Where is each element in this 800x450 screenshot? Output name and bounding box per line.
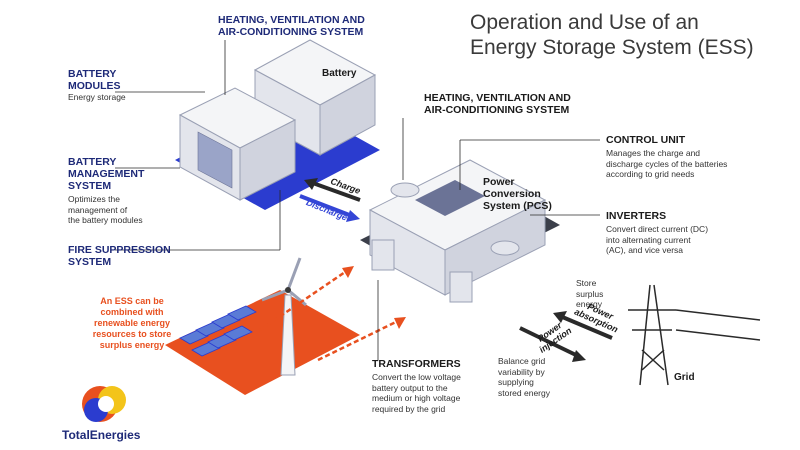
brand-logo-icon <box>82 386 126 422</box>
battery-container-back <box>253 39 377 156</box>
label-bms: BATTERY MANAGEMENT SYSTEM Optimizes the … <box>68 156 145 225</box>
flow-store-surplus: Store surplus energy <box>576 278 604 309</box>
label-control-unit: CONTROL UNIT Manages the charge and disc… <box>606 134 728 179</box>
renewable-site-base <box>165 290 360 395</box>
transmission-tower <box>628 284 761 386</box>
label-hvac-pcs: HEATING, VENTILATION AND AIR-CONDITIONIN… <box>424 92 571 116</box>
title-line-2: Energy Storage System (ESS) <box>470 36 754 59</box>
diagram-title: Operation and Use of an Energy Storage S… <box>470 10 754 60</box>
solar-panels <box>179 305 257 357</box>
wind-turbine <box>261 257 307 376</box>
title-line-1: Operation and Use of an <box>470 11 699 34</box>
pcs-unit <box>368 159 547 303</box>
label-transformers: TRANSFORMERS Convert the low voltage bat… <box>372 358 461 414</box>
label-grid: Grid <box>674 372 695 383</box>
label-battery: Battery <box>322 68 357 79</box>
label-pcs: Power Conversion System (PCS) <box>483 176 552 212</box>
label-inverters: INVERTERS Convert direct current (DC) in… <box>606 210 709 255</box>
brand-name: TotalEnergies <box>62 428 141 442</box>
label-battery-modules: BATTERY MODULES Energy storage <box>68 68 126 102</box>
label-fire-suppression: FIRE SUPPRESSION SYSTEM <box>68 244 171 268</box>
label-hvac-battery: HEATING, VENTILATION AND AIR-CONDITIONIN… <box>218 14 365 38</box>
leader-lines <box>115 40 600 360</box>
battery-container-front <box>178 87 297 201</box>
label-renewable: An ESS can be combined with renewable en… <box>92 296 172 350</box>
flow-balance-grid: Balance grid variability by supplying st… <box>498 356 550 398</box>
